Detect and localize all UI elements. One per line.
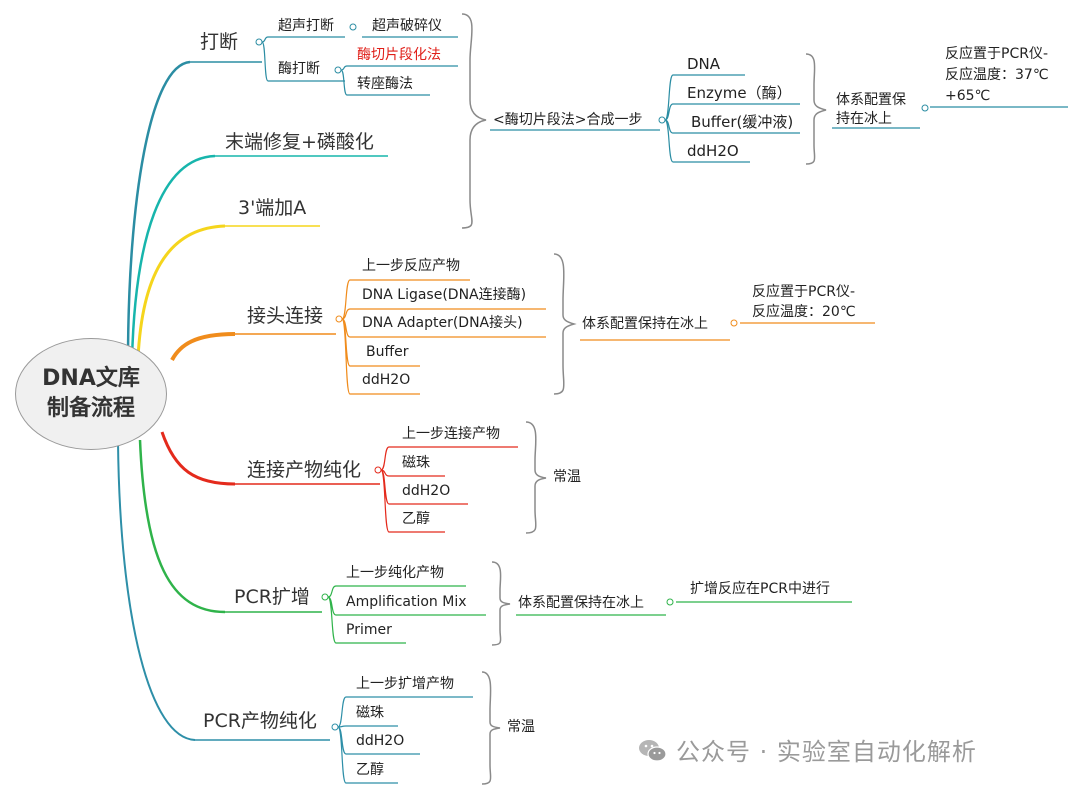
node-purify1-ethanol[interactable]: 乙醇 — [402, 511, 430, 527]
node-purify2-water[interactable]: ddH2O — [356, 733, 405, 749]
bracket-merge-components — [805, 53, 827, 165]
watermark-text: 公众号 · 实验室自动化解析 — [676, 738, 977, 766]
node-merge-enzyme[interactable]: Enzyme（酶） — [687, 84, 792, 102]
node-pcr[interactable]: PCR扩增 — [234, 586, 310, 608]
root-title-line1: DNA文库 — [42, 366, 140, 391]
link-pcr — [138, 439, 226, 614]
bracket-pcr — [491, 561, 511, 646]
node-transposase[interactable]: 转座酶法 — [357, 76, 413, 92]
link-ligation — [170, 332, 236, 361]
bracket-purify1 — [525, 421, 547, 534]
node-purify1-beads[interactable]: 磁珠 — [402, 455, 430, 471]
node-purify2-ethanol[interactable]: 乙醇 — [356, 762, 384, 778]
wechat-icon — [639, 740, 667, 762]
bracket-purify2 — [481, 671, 501, 785]
node-merge-reaction[interactable]: 反应置于PCR仪- 反应温度：37℃ +65℃ — [945, 46, 1049, 104]
node-merge-dna[interactable]: DNA — [687, 55, 721, 73]
node-merge-water[interactable]: ddH2O — [687, 142, 739, 160]
node-pcr-purify[interactable]: PCR产物纯化 — [203, 710, 317, 732]
node-merge-system[interactable]: 体系配置保 持在冰上 — [836, 92, 906, 127]
node-purify1-prev[interactable]: 上一步连接产物 — [402, 426, 500, 442]
link-purify1 — [160, 431, 236, 486]
node-purify1-water[interactable]: ddH2O — [402, 483, 451, 499]
node-end-repair[interactable]: 末端修复+磷酸化 — [225, 131, 374, 153]
node-ligation-reaction[interactable]: 反应置于PCR仪- 反应温度：20℃ — [752, 284, 856, 320]
root-node[interactable]: DNA文库 制备流程 — [15, 338, 167, 450]
node-ultrasonic-device[interactable]: 超声破碎仪 — [372, 18, 442, 34]
bracket-merge — [461, 13, 487, 229]
node-pcr-system[interactable]: 体系配置保持在冰上 — [518, 595, 644, 611]
node-pcr-reaction[interactable]: 扩增反应在PCR中进行 — [690, 581, 830, 597]
root-title-line2: 制备流程 — [46, 396, 135, 421]
node-pcr-mix[interactable]: Amplification Mix — [346, 594, 467, 610]
link-fragment — [126, 60, 191, 363]
node-pcr-prev[interactable]: 上一步纯化产物 — [346, 565, 444, 581]
node-ligation-purify[interactable]: 连接产物纯化 — [247, 459, 362, 481]
node-enzymatic[interactable]: 酶打断 — [278, 61, 320, 77]
link-atail — [136, 224, 226, 359]
node-merge-step[interactable]: <酶切片段法>合成一步 — [493, 112, 643, 128]
node-pcr-primer[interactable]: Primer — [346, 622, 392, 638]
node-ligation-system[interactable]: 体系配置保持在冰上 — [582, 316, 708, 332]
node-ligation-adapter[interactable]: DNA Adapter(DNA接头) — [362, 315, 523, 331]
node-a-tailing[interactable]: 3'端加A — [238, 197, 307, 219]
link-endrepair — [130, 154, 216, 361]
node-enzymatic-fragmentation[interactable]: 酶切片段化法 — [357, 47, 441, 63]
node-ligation-buffer[interactable]: Buffer — [366, 344, 409, 360]
node-purify2-condition[interactable]: 常温 — [507, 719, 535, 735]
link-purify2 — [117, 441, 196, 741]
node-ligation-water[interactable]: ddH2O — [362, 372, 411, 388]
node-ligation[interactable]: 接头连接 — [247, 305, 324, 327]
node-ligation-prev[interactable]: 上一步反应产物 — [362, 258, 460, 274]
node-ligation-ligase[interactable]: DNA Ligase(DNA连接酶) — [362, 287, 527, 303]
node-purify1-condition[interactable]: 常温 — [553, 469, 581, 485]
node-purify2-beads[interactable]: 磁珠 — [356, 705, 384, 721]
node-merge-buffer[interactable]: Buffer(缓冲液) — [691, 113, 794, 131]
bracket-ligation — [553, 253, 577, 395]
node-fragment[interactable]: 打断 — [200, 31, 239, 53]
node-purify2-prev[interactable]: 上一步扩增产物 — [356, 676, 454, 692]
node-ultrasonic[interactable]: 超声打断 — [278, 18, 334, 34]
